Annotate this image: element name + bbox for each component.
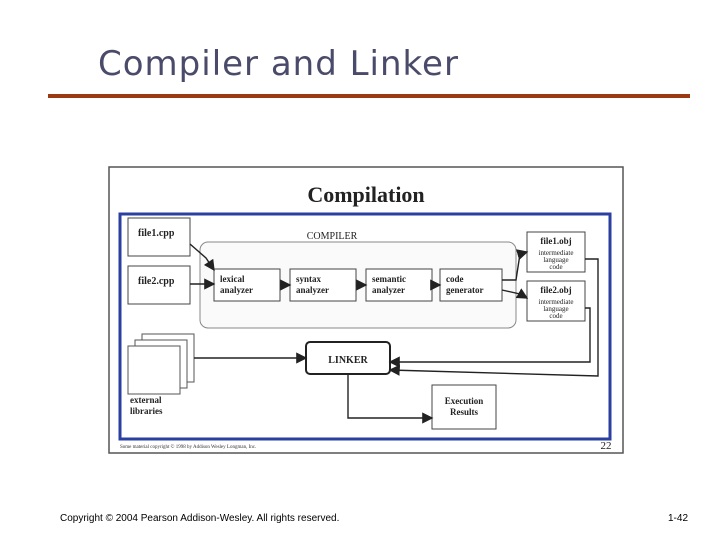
obj2-title: file2.obj xyxy=(540,285,571,295)
execution-line1: Execution xyxy=(445,396,484,406)
execution-results-box xyxy=(431,384,497,430)
title-divider xyxy=(48,94,690,98)
stage3-line2: analyzer xyxy=(372,285,405,295)
footer-page-number: 1-42 xyxy=(668,513,689,524)
obj2-line3: code xyxy=(549,312,562,320)
stage1-line1: lexical xyxy=(220,274,245,284)
obj1-title: file1.obj xyxy=(540,236,571,246)
arrow-linker-to-results xyxy=(347,374,434,424)
stage2-line2: analyzer xyxy=(296,285,329,295)
blue-border xyxy=(118,212,612,441)
figure-copyright-note: Some material copyright © 1998 by Addiso… xyxy=(120,444,256,450)
obj2-line2: language xyxy=(543,305,568,313)
obj1-line2: language xyxy=(543,256,568,264)
compilation-diagram: Compilation COMPILER file1.cpp file2.cpp… xyxy=(108,166,624,454)
obj2-line1: intermediate xyxy=(539,298,574,306)
semantic-analyzer-box xyxy=(365,268,433,302)
obj1-line3: code xyxy=(549,263,562,271)
library-page-front xyxy=(127,345,181,395)
flow-arrows xyxy=(189,243,599,424)
stage4-line2: generator xyxy=(446,285,483,295)
linker-label: LINKER xyxy=(328,355,368,366)
libraries-line2: libraries xyxy=(130,406,163,416)
footer-copyright: Copyright © 2004 Pearson Addison-Wesley.… xyxy=(60,513,340,524)
stage1-line2: analyzer xyxy=(220,285,253,295)
slide-title: Compiler and Linker xyxy=(98,44,459,84)
arrow-obj1-to-linker xyxy=(388,258,599,377)
file2-box xyxy=(127,265,191,305)
figure-page-number: 22 xyxy=(601,440,612,452)
compilation-diagram-svg: Compilation COMPILER file1.cpp file2.cpp… xyxy=(108,166,624,454)
arrow-codegen-to-obj2 xyxy=(501,288,529,299)
libraries-line1: external xyxy=(130,395,162,405)
execution-line2: Results xyxy=(450,407,478,417)
file1-box xyxy=(127,217,191,257)
stage3-line1: semantic xyxy=(372,274,406,284)
file2-obj-box xyxy=(526,280,586,322)
compiler-label: COMPILER xyxy=(307,231,358,242)
stage4-line1: code xyxy=(446,274,464,284)
file1-label: file1.cpp xyxy=(138,228,175,239)
lexical-analyzer-box xyxy=(213,268,281,302)
arrow-codegen-to-obj1 xyxy=(502,249,529,281)
obj1-line1: intermediate xyxy=(539,249,574,257)
arrow-file1-to-lexical xyxy=(189,243,215,272)
file2-label: file2.cpp xyxy=(138,276,175,287)
figure-title: Compilation xyxy=(307,182,424,207)
arrow-obj2-to-linker xyxy=(388,307,591,368)
stage2-line1: syntax xyxy=(296,274,322,284)
